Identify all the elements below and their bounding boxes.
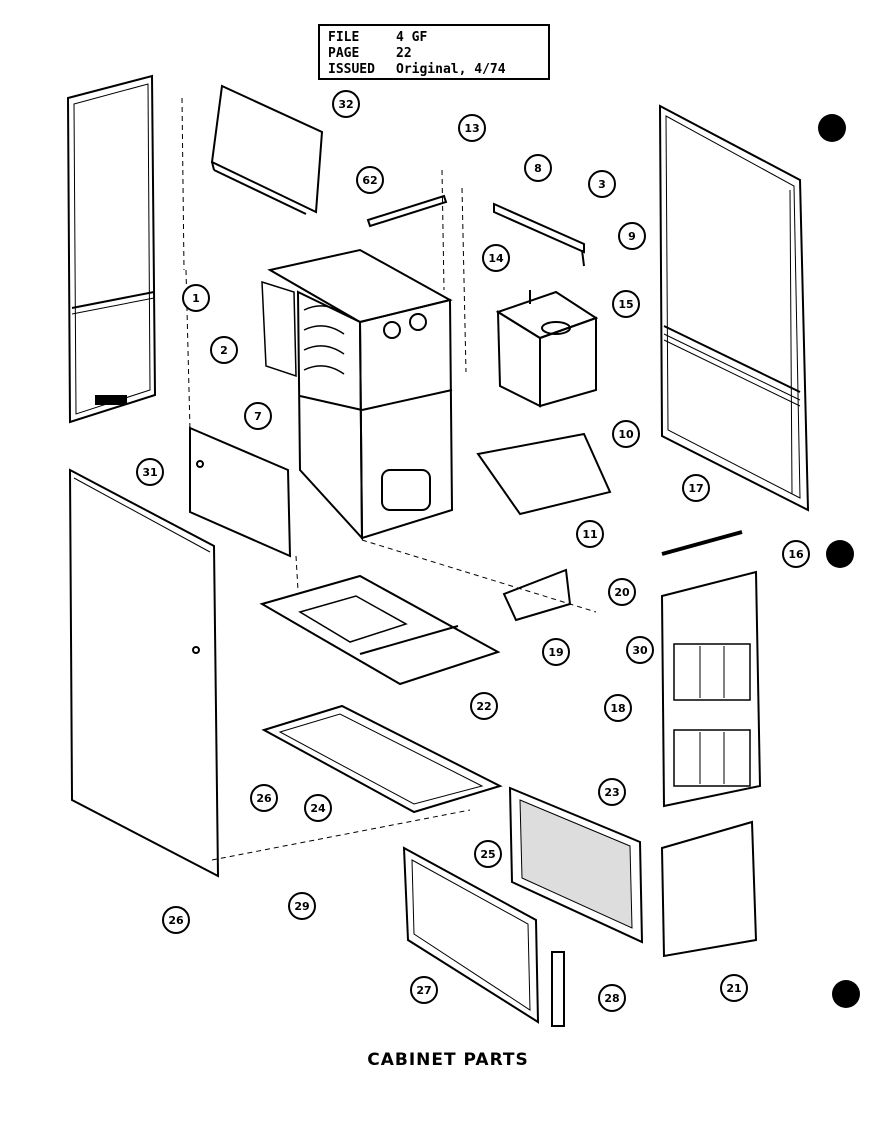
callout-circle-1 [182,284,210,312]
callout-circle-3 [588,170,616,198]
part-31-access-door [189,426,292,558]
callout-label-17: 17 [688,482,703,495]
callout-circle-8 [524,154,552,182]
callout-label-28: 28 [604,992,619,1005]
callout-label-3: 3 [598,178,606,191]
callout-circle-28 [598,984,626,1012]
part-28-bar [551,951,565,1027]
part-23-filter [508,786,644,944]
callout-label-18: 18 [610,702,625,715]
callout-label-20: 20 [614,586,630,599]
binder-hole-top [818,114,846,142]
callout-label-1: 1 [192,292,200,305]
callout-circle-25 [474,840,502,868]
callout-circle-20 [608,578,636,606]
callout-circle-62 [356,166,384,194]
part-3-side-panel [658,104,810,512]
callout-circle-27 [410,976,438,1004]
part-22-base-tray [259,574,501,686]
callout-label-7: 7 [254,410,262,423]
callout-label-15: 15 [618,298,633,311]
callout-circle-26 [162,906,190,934]
binder-hole-middle [826,540,854,568]
issued-value: Original, 4/74 [396,62,506,77]
part-1-side-panel [66,74,157,424]
callout-circle-31 [136,458,164,486]
callout-label-21: 21 [726,982,741,995]
callout-circle-24 [304,794,332,822]
callout-circle-9 [618,222,646,250]
callout-label-2: 2 [220,344,228,357]
part-7-cabinet-core [267,248,454,541]
callout-circle-7 [244,402,272,430]
file-value: 4 GF [396,30,428,45]
callout-label-62: 62 [362,174,377,187]
page-key: PAGE [328,46,360,61]
callout-label-19: 19 [548,646,563,659]
callout-circle-10 [612,420,640,448]
part-10-shelf [476,432,612,516]
part-2-insulation [261,280,297,378]
part-32-top-panel [210,84,324,215]
callout-label-8: 8 [534,162,542,175]
file-row-page: PAGE 22 [328,46,540,62]
part-21-lower-panel [660,820,758,958]
issued-key: ISSUED [328,62,375,77]
callout-circle-26 [250,784,278,812]
callout-circle-2 [210,336,238,364]
file-row-issued: ISSUED Original, 4/74 [328,62,540,78]
callout-label-9: 9 [628,230,636,243]
part-16-strip [661,530,743,556]
callout-label-26: 26 [256,792,272,805]
callout-label-16: 16 [788,548,804,561]
part-26-front-door [68,468,220,878]
callout-label-13: 13 [464,122,479,135]
part-62-strip [366,194,448,228]
callout-circle-13 [458,114,486,142]
callout-circle-21 [720,974,748,1002]
part-19-bracket [502,568,572,622]
callout-label-10: 10 [618,428,634,441]
callout-circle-23 [598,778,626,806]
callout-circle-15 [612,290,640,318]
callout-label-23: 23 [604,786,619,799]
callout-label-22: 22 [476,700,491,713]
callout-label-30: 30 [632,644,648,657]
callout-circle-32 [332,90,360,118]
callout-circle-30 [626,636,654,664]
page-title: CABINET PARTS [367,1050,529,1070]
callout-label-31: 31 [142,466,157,479]
callout-circle-29 [288,892,316,920]
file-row-file: FILE 4 GF [328,30,540,46]
part-27-filter-frame [402,846,540,1024]
callout-circle-17 [682,474,710,502]
callout-label-26: 26 [168,914,184,927]
callout-label-32: 32 [338,98,353,111]
callout-label-11: 11 [582,528,597,541]
file-key: FILE [328,30,360,45]
callout-label-27: 27 [416,984,431,997]
part-15-blower [495,290,599,408]
part-8-bracket [493,202,585,267]
callout-circle-16 [782,540,810,568]
callout-circle-22 [470,692,498,720]
callout-circle-14 [482,244,510,272]
page-value: 22 [396,46,412,61]
callout-circle-19 [542,638,570,666]
callout-circle-11 [576,520,604,548]
callout-circle-18 [604,694,632,722]
callout-label-14: 14 [488,252,504,265]
binder-hole-bottom [832,980,860,1008]
file-info-box: FILE 4 GF PAGE 22 ISSUED Original, 4/74 [318,24,550,80]
callout-label-25: 25 [480,848,495,861]
part-24-frame [261,704,503,814]
part-18-grille-panel [660,570,762,808]
callout-label-24: 24 [310,802,326,815]
callout-label-29: 29 [294,900,309,913]
